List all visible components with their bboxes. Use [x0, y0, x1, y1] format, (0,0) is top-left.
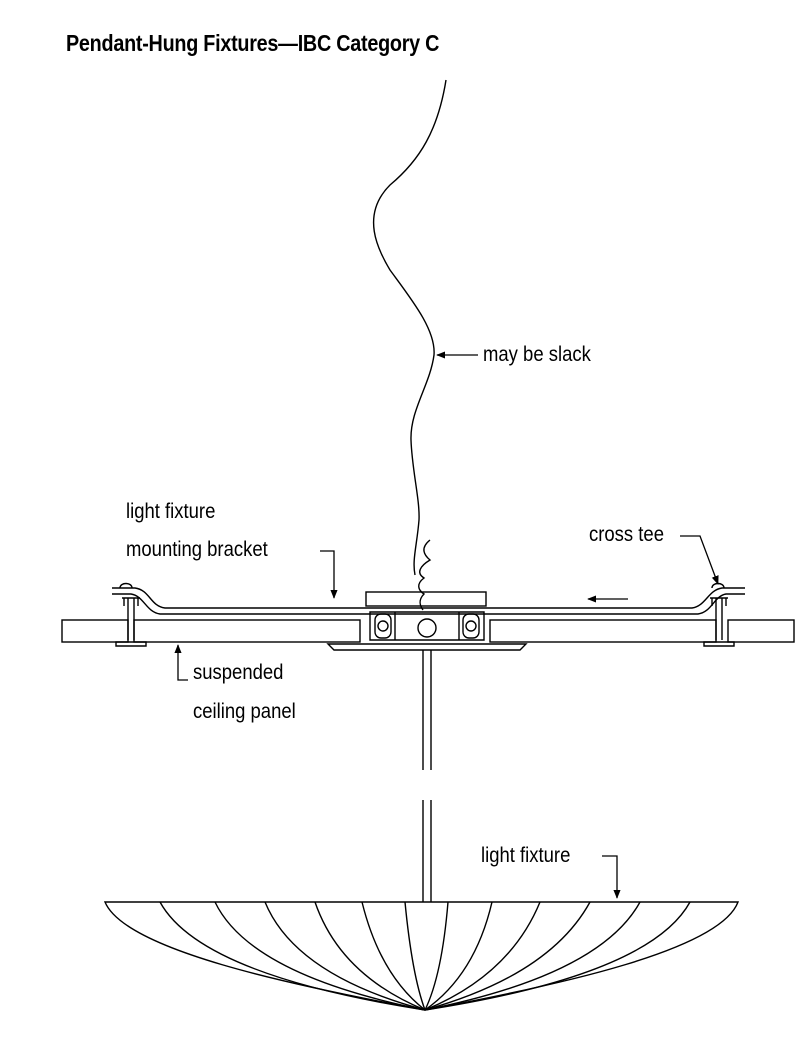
ceiling-panel-right — [489, 619, 717, 643]
label-cross-tee: cross tee — [589, 523, 664, 546]
label-panel-line1: suspended — [193, 661, 284, 684]
label-may-be-slack: may be slack — [483, 343, 591, 366]
pendant-stem-lower — [422, 800, 432, 902]
arrow-cross-tee — [680, 535, 719, 585]
label-panel-line2: ceiling panel — [193, 700, 296, 723]
cross-tee-left — [115, 598, 147, 647]
diagram-title: Pendant-Hung Fixtures—IBC Category C — [66, 30, 440, 56]
ceiling-panel-right-edge — [727, 619, 795, 643]
canopy-base — [326, 643, 528, 651]
pendant-stem-upper — [422, 650, 432, 770]
arrow-light-fixture — [602, 855, 621, 899]
label-bracket-line1: light fixture — [126, 500, 216, 523]
arrow-bracket — [320, 550, 338, 599]
slack-wire — [373, 79, 447, 576]
bracket-clip-left — [122, 597, 140, 606]
fixture-bowl — [103, 901, 740, 1011]
arrow-panel — [174, 644, 188, 681]
wire-coil — [418, 539, 432, 611]
knockout — [417, 618, 437, 638]
bracket-clip-left-top — [119, 582, 133, 589]
label-light-fixture: light fixture — [481, 844, 571, 867]
label-bracket-line2: mounting bracket — [126, 538, 268, 561]
ceiling-panel-left-edge — [61, 619, 129, 643]
canopy-plate — [365, 591, 487, 607]
junction-box — [369, 611, 485, 641]
cross-tee-right — [703, 598, 735, 647]
ceiling-panel-left — [133, 619, 361, 643]
bowl-ribs — [159, 901, 691, 1011]
mounting-bracket — [112, 587, 745, 609]
